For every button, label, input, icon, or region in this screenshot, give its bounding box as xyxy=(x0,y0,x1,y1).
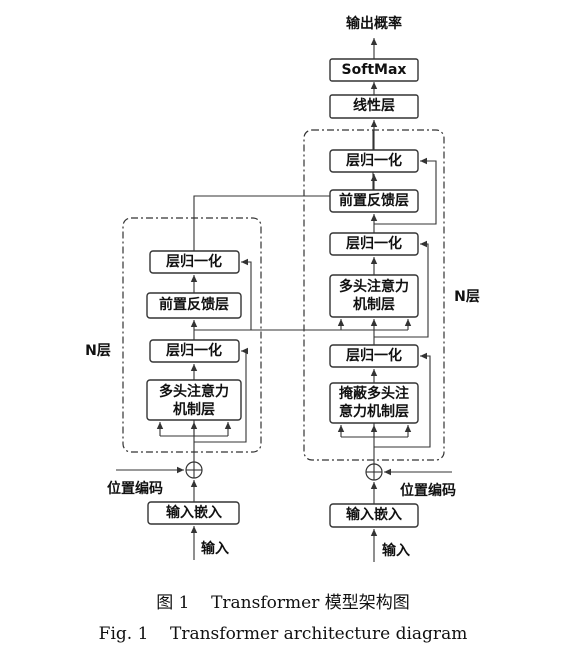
decoder-norm-mid: 层归一化 xyxy=(329,232,419,256)
decoder-residual-2 xyxy=(374,240,429,338)
decoder-wires xyxy=(195,120,437,464)
decoder-residual-3 xyxy=(374,157,437,225)
decoder-cross-attention: 多头注意力 机制层 xyxy=(329,274,419,318)
decoder-norm-bottom: 层归一化 xyxy=(329,344,419,368)
svg-text:层归一化: 层归一化 xyxy=(346,235,402,252)
svg-text:前置反馈层: 前置反馈层 xyxy=(159,296,229,313)
svg-text:层归一化: 层归一化 xyxy=(346,152,402,169)
encoder-residual-1 xyxy=(194,347,248,443)
decoder-sum-node xyxy=(365,463,383,481)
encoder-multihead-attention: 多头注意力 机制层 xyxy=(146,379,242,421)
svg-text:输入嵌入: 输入嵌入 xyxy=(346,506,402,523)
encoder-embedding: 输入嵌入 xyxy=(147,501,240,525)
decoder-embedding: 输入嵌入 xyxy=(329,503,419,528)
encoder-norm-top: 层归一化 xyxy=(149,250,240,274)
decoder-norm-top: 层归一化 xyxy=(329,149,419,173)
svg-text:多头注意力: 多头注意力 xyxy=(159,383,229,400)
svg-text:层归一化: 层归一化 xyxy=(166,253,222,270)
encoder-feed-forward: 前置反馈层 xyxy=(146,292,242,319)
decoder-pos-label: 位置编码 xyxy=(400,482,456,499)
svg-text:层归一化: 层归一化 xyxy=(166,342,222,359)
output-probabilities-label: 输出概率 xyxy=(346,15,402,32)
svg-text:前置反馈层: 前置反馈层 xyxy=(339,192,409,209)
encoder-input-label: 输入 xyxy=(201,540,229,557)
decoder-residual-1 xyxy=(374,352,431,448)
decoder-feed-forward: 前置反馈层 xyxy=(329,189,419,213)
svg-text:掩蔽多头注: 掩蔽多头注 xyxy=(339,385,409,402)
svg-text:意力机制层: 意力机制层 xyxy=(339,403,409,420)
svg-text:层归一化: 层归一化 xyxy=(346,347,402,364)
svg-text:线性层: 线性层 xyxy=(353,97,395,114)
caption-english: Fig. 1 Transformer architecture diagram xyxy=(99,624,468,644)
svg-text:机制层: 机制层 xyxy=(353,296,395,313)
encoder-n-label: N层 xyxy=(85,343,111,359)
decoder-n-label: N层 xyxy=(454,289,480,305)
encoder-norm-bottom: 层归一化 xyxy=(149,339,240,363)
svg-text:输入嵌入: 输入嵌入 xyxy=(166,504,222,521)
decoder-masked-attention: 掩蔽多头注 意力机制层 xyxy=(329,382,419,424)
linear-layer: 线性层 xyxy=(329,94,419,119)
svg-text:机制层: 机制层 xyxy=(173,401,215,418)
caption-chinese: 图 1 Transformer 模型架构图 xyxy=(156,593,409,613)
svg-text:多头注意力: 多头注意力 xyxy=(339,278,409,295)
encoder-block-frame xyxy=(122,217,262,453)
encoder-sum-node xyxy=(185,461,203,479)
encoder-pos-label: 位置编码 xyxy=(107,480,163,497)
softmax-layer: SoftMax xyxy=(329,58,419,82)
decoder-input-label: 输入 xyxy=(382,542,410,559)
svg-text:SoftMax: SoftMax xyxy=(342,62,407,78)
